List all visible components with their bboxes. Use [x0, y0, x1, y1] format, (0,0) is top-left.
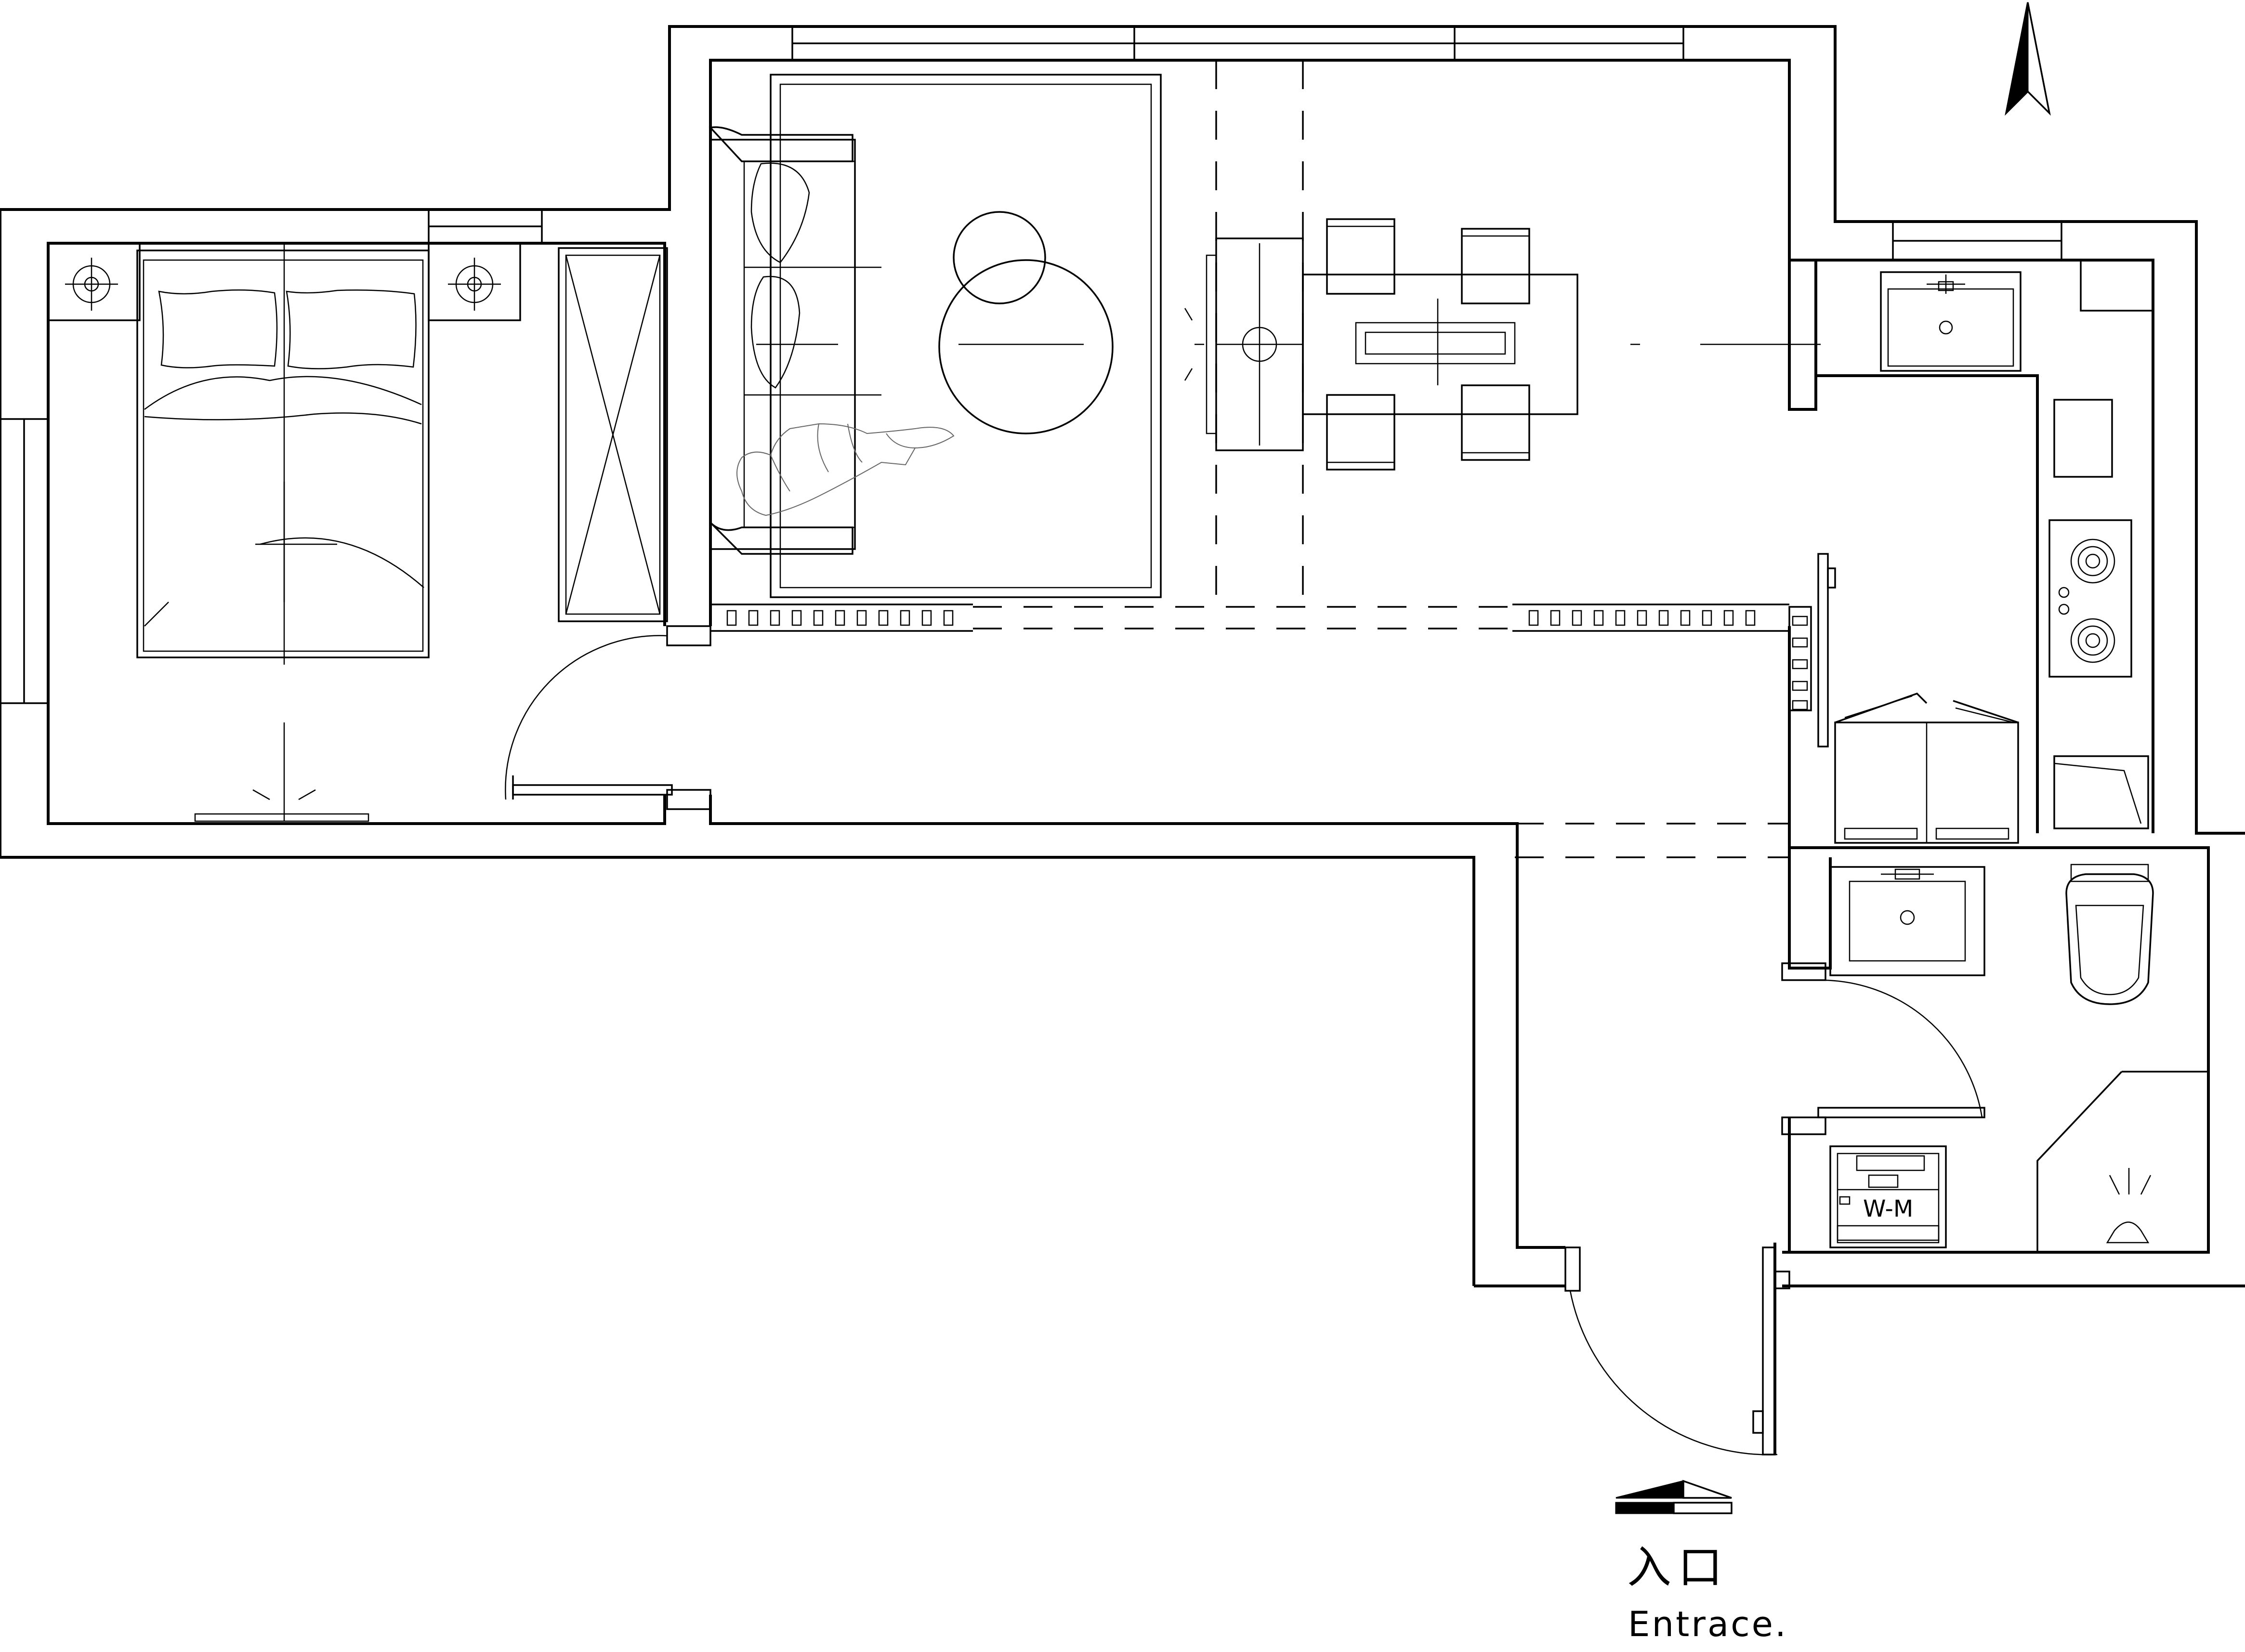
- entrance-label-cn: 入口: [1627, 1542, 1730, 1593]
- entrance-label-en: Entrace.: [1628, 1604, 1788, 1644]
- wardrobe: [558, 247, 668, 622]
- pillow-right: [286, 289, 417, 369]
- washing-machine: [1829, 1145, 1947, 1248]
- chair-1: [1326, 218, 1395, 295]
- tv-stand: [194, 813, 369, 822]
- microwave: [2053, 399, 2113, 478]
- living-room: [709, 60, 1304, 602]
- entrance-arrow-icon: [1615, 1480, 1733, 1514]
- chair-3: [1326, 394, 1395, 471]
- north-arrow-icon: [2005, 2, 2051, 116]
- bathroom: [1829, 864, 2208, 1252]
- side-table: [953, 211, 1046, 304]
- washing-machine-label: W-M: [1863, 1195, 1914, 1222]
- bedroom: [47, 242, 668, 822]
- dining-area: [1184, 218, 1821, 471]
- balcony-rail: [710, 603, 1812, 858]
- person-figure: [736, 423, 955, 516]
- bathroom-sink: [1829, 866, 1985, 976]
- coffee-table: [938, 259, 1114, 434]
- oven: [2053, 755, 2149, 829]
- cushion-2: [750, 275, 801, 389]
- rug: [770, 74, 1162, 598]
- chair-4: [1461, 384, 1530, 461]
- dining-table: [1302, 274, 1578, 415]
- gas-stove: [2048, 519, 2132, 678]
- kitchen-sink: [1880, 271, 2022, 372]
- bedroom-door: [505, 625, 711, 810]
- toilet: [2065, 873, 2154, 1005]
- cushion-1: [750, 162, 810, 263]
- bathroom-door: [1781, 962, 1985, 1135]
- chair-2: [1461, 228, 1530, 304]
- pillow-left: [158, 289, 278, 368]
- kitchen: [1817, 259, 2154, 844]
- entrance-door: [1564, 1246, 1790, 1455]
- double-bed: [136, 249, 430, 658]
- floor-drain-icon: [2106, 1168, 2152, 1244]
- windows: [0, 26, 2062, 704]
